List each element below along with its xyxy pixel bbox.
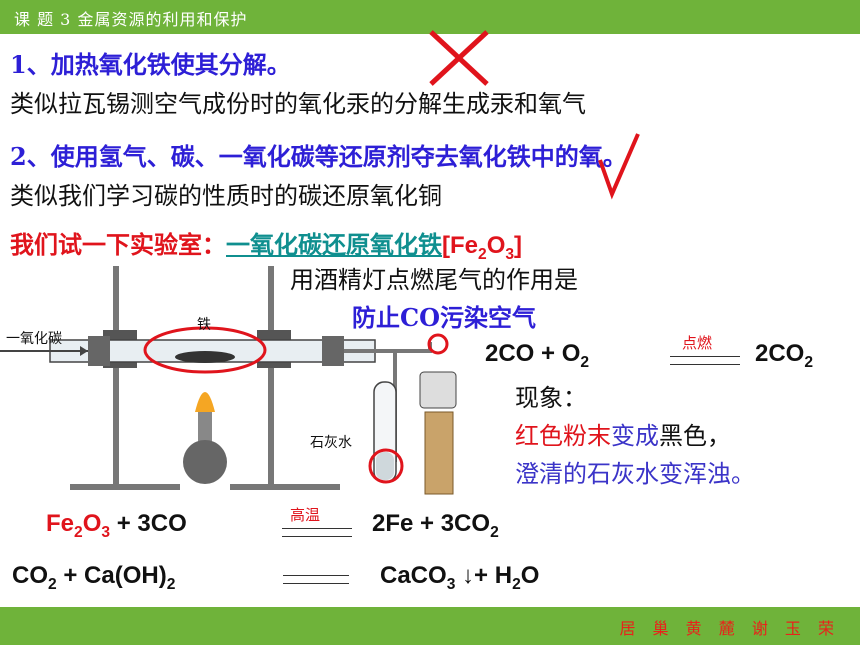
header-bar: 课 题 3 金属资源的利用和保护 [0,0,860,34]
lime-equation-line-bottom [283,583,349,584]
lime-equation-line-top [283,575,349,576]
gas-label: 一氧化碳 [6,331,62,347]
main-equation-line-top [282,528,352,529]
lesson-title: 课 题 3 金属资源的利用和保护 [14,10,248,29]
lime-equation-left: CO2 + Ca(OH)2 [12,562,176,593]
phenomena-line1: 红色粉末变成黑色， [515,422,731,450]
main-equation-line-bottom [282,536,352,537]
co-equation-left: 2CO + O2 [485,340,590,371]
main-equation-condition: 高温 [290,506,321,524]
experiment-formula: [Fe2O3] [442,232,523,263]
main-equation-right: 2Fe + 3CO2 [372,510,499,541]
co-equation-line-top [670,356,740,357]
main-equation-left: Fe2O3 + 3CO [46,510,187,541]
correct-mark-icon [598,133,640,200]
footer-credits: 居 巢 黄 麓 谢 玉 荣 [619,619,840,638]
co-equation-line-bottom [670,364,740,365]
method1-title: 1、加热氧化铁使其分解。 [10,50,291,79]
method1-note: 类似拉瓦锡测空气成份时的氧化汞的分解生成汞和氧气 [10,90,586,118]
tail-gas-question: 用酒精灯点燃尾气的作用是 [290,266,578,294]
experiment-link[interactable]: 一氧化碳还原氧化铁 [226,230,442,259]
method2-title: 2、使用氢气、碳、一氧化碳等还原剂夺去氧化铁中的氧。 [10,142,627,171]
footer-bar: 居 巢 黄 麓 谢 玉 荣 [0,607,860,645]
iron-label: 铁 [197,317,211,333]
tail-gas-answer: 防止CO污染空气 [352,303,537,332]
experiment-prefix: 我们试一下实验室： [10,230,226,259]
phenomena-label: 现象： [515,384,587,412]
apparatus-diagram [0,266,457,495]
method2-note: 类似我们学习碳的性质时的碳还原氧化铜 [10,182,442,210]
co-equation-right: 2CO2 [755,340,814,371]
experiment-line: 我们试一下实验室：一氧化碳还原氧化铁[Fe2O3] [10,225,522,264]
phenomena-line2: 澄清的石灰水变浑浊。 [515,460,755,488]
lime-equation-right: CaCO3 ↓+ H2O [380,562,540,593]
co-equation-condition: 点燃 [682,334,713,352]
limewater-label: 石灰水 [310,435,352,451]
wrong-mark-icon [429,30,489,86]
